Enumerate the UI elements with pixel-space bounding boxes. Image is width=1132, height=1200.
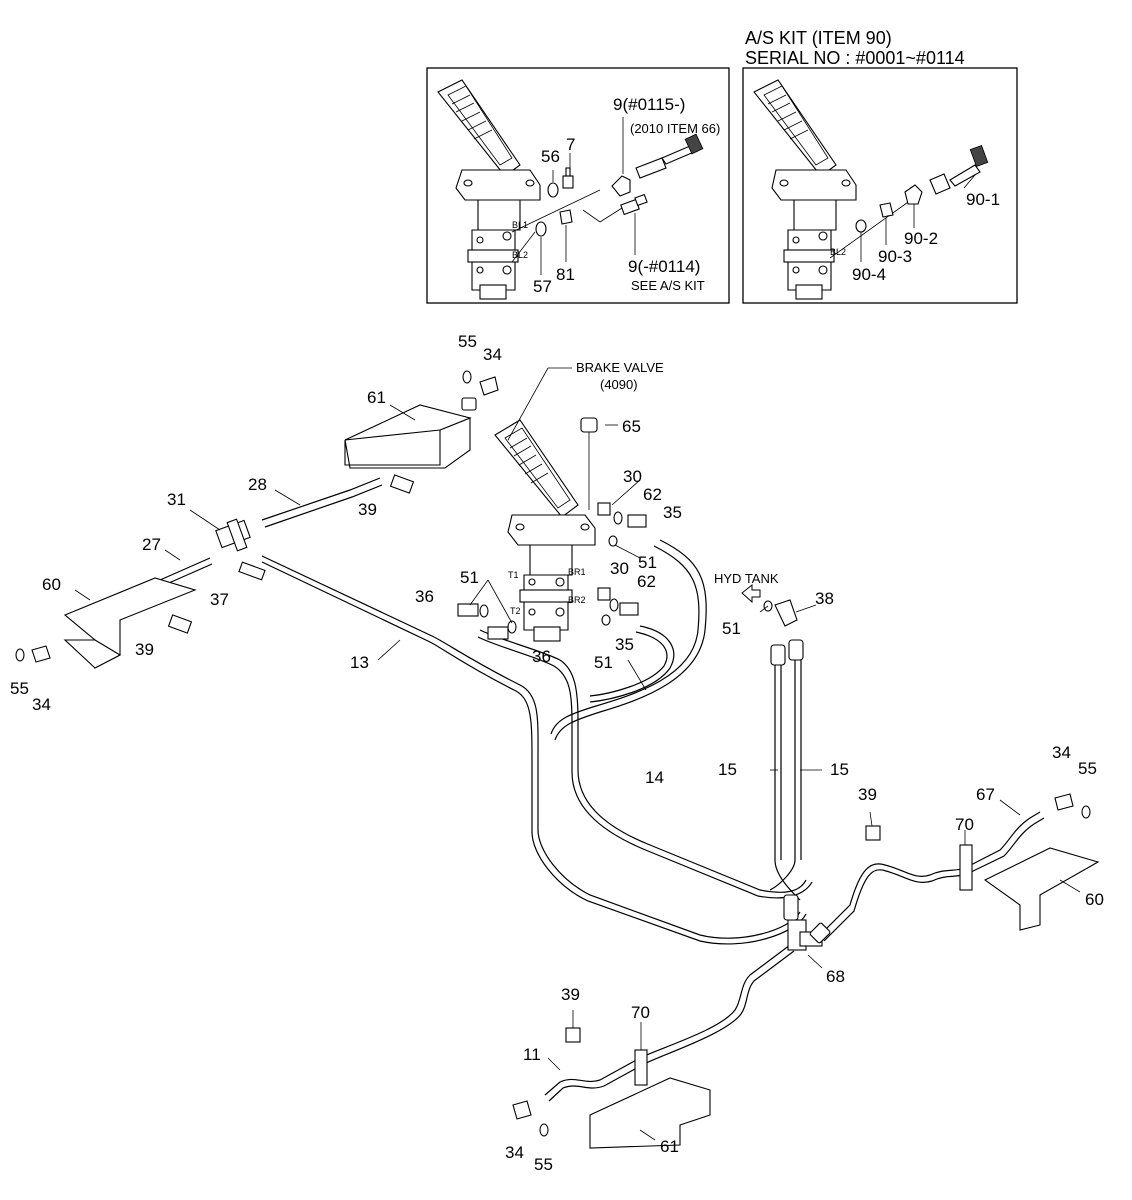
callout-28: 28 bbox=[248, 475, 267, 494]
inset-right: BL2 90-1 90-2 90-3 90-4 bbox=[742, 67, 1018, 304]
callout-57: 57 bbox=[533, 277, 552, 296]
port-br2-label: BR2 bbox=[568, 595, 586, 605]
bracket-60-right bbox=[983, 847, 1100, 931]
hyd-tank-arrow-icon bbox=[741, 583, 761, 604]
callout-9-new: 9(#0115-) bbox=[613, 95, 685, 114]
callout-68: 68 bbox=[826, 967, 845, 986]
callout-35-b: 35 bbox=[615, 635, 634, 654]
brake-valve-label: BRAKE VALVE bbox=[576, 360, 664, 375]
inset-left-frame bbox=[426, 67, 730, 304]
callout-62-b: 62 bbox=[637, 572, 656, 591]
callout-39-left: 39 bbox=[135, 640, 154, 659]
callout-item66: (2010 ITEM 66) bbox=[630, 121, 720, 136]
callout-51-c: 51 bbox=[594, 653, 613, 672]
callout-13: 13 bbox=[350, 653, 369, 672]
inset-left-brake-valve bbox=[437, 79, 541, 300]
kit-header-title: A/S KIT (ITEM 90) bbox=[745, 28, 892, 48]
port-bl1-label: BL1 bbox=[512, 220, 528, 230]
callout-31: 31 bbox=[167, 490, 186, 509]
callout-27: 27 bbox=[142, 535, 161, 554]
seal-57-icon bbox=[535, 221, 547, 237]
brake-valve-main bbox=[494, 419, 596, 642]
callouts: 55 34 61 28 39 31 27 60 37 39 55 34 13 6… bbox=[10, 332, 1104, 1174]
callout-51-a: 51 bbox=[638, 553, 657, 572]
callout-70-right: 70 bbox=[955, 815, 974, 834]
switch-90-2-icon bbox=[904, 184, 923, 205]
port-br1-label: BR1 bbox=[568, 567, 586, 577]
see-kit-note: SEE A/S KIT bbox=[631, 278, 705, 293]
fittings bbox=[15, 370, 1091, 1137]
callout-36-a: 36 bbox=[415, 587, 434, 606]
callout-90-2: 90-2 bbox=[904, 229, 938, 248]
hydraulic-lines bbox=[159, 477, 1045, 1102]
callout-30-a: 30 bbox=[623, 467, 642, 486]
clamp-70-right bbox=[959, 844, 973, 891]
callout-61-top: 61 bbox=[367, 388, 386, 407]
callout-38: 38 bbox=[815, 589, 834, 608]
bracket-60-left bbox=[63, 577, 197, 669]
callout-15-b: 15 bbox=[830, 760, 849, 779]
port-bl2-label: BL2 bbox=[512, 250, 528, 260]
callout-55-right: 55 bbox=[1078, 759, 1097, 778]
brake-valve-ref: (4090) bbox=[600, 377, 638, 392]
bracket-61-bottom bbox=[589, 1077, 711, 1149]
bracket-61-top bbox=[344, 397, 477, 469]
fitting-81-icon bbox=[559, 209, 573, 225]
callout-39-top: 39 bbox=[358, 500, 377, 519]
callout-90-1: 90-1 bbox=[966, 190, 1000, 209]
callout-15-a: 15 bbox=[718, 760, 737, 779]
callout-67: 67 bbox=[976, 785, 995, 804]
callout-55-left: 55 bbox=[10, 679, 29, 698]
pressure-switch-9-icon bbox=[611, 133, 704, 197]
inset-right-brake-valve bbox=[753, 79, 857, 300]
callout-51-d: 51 bbox=[722, 619, 741, 638]
callout-30-b: 30 bbox=[610, 559, 629, 578]
inset-right-frame bbox=[742, 67, 1018, 304]
callout-55-bottom: 55 bbox=[534, 1155, 553, 1174]
leader-lines bbox=[74, 404, 1081, 1141]
callout-51-b: 51 bbox=[460, 568, 479, 587]
callout-11: 11 bbox=[523, 1045, 541, 1064]
callout-81: 81 bbox=[556, 265, 575, 284]
callout-34-bottom: 34 bbox=[505, 1143, 524, 1162]
callout-62-a: 62 bbox=[643, 485, 662, 504]
callout-36-b: 36 bbox=[532, 647, 551, 666]
callout-9-old: 9(-#0114) bbox=[628, 257, 700, 276]
callout-37: 37 bbox=[210, 590, 229, 609]
seal-90-4-icon bbox=[855, 219, 867, 233]
boot-90-1-icon bbox=[929, 173, 951, 195]
callout-90-4: 90-4 bbox=[852, 265, 886, 284]
callout-60-right: 60 bbox=[1085, 890, 1104, 909]
port-t2-label: T2 bbox=[510, 606, 521, 616]
callout-61-bottom: 61 bbox=[660, 1137, 679, 1156]
callout-34-right: 34 bbox=[1052, 743, 1071, 762]
hyd-tank-label: HYD TANK bbox=[714, 571, 779, 586]
fitting-90-3-icon bbox=[879, 202, 894, 218]
callout-56: 56 bbox=[541, 147, 560, 166]
port-t1-label: T1 bbox=[508, 570, 519, 580]
callout-39-right: 39 bbox=[858, 785, 877, 804]
pressure-switch-old-icon bbox=[620, 193, 648, 216]
callout-34-left: 34 bbox=[32, 695, 51, 714]
callout-7: 7 bbox=[566, 135, 575, 154]
inset-left: BL1 BL2 56 7 9(# bbox=[426, 67, 730, 304]
clamp-70-bottom bbox=[634, 1049, 648, 1086]
callout-35-a: 35 bbox=[663, 503, 682, 522]
callout-34-top: 34 bbox=[483, 345, 502, 364]
callout-55-top: 55 bbox=[458, 332, 477, 351]
connector-90-1-icon bbox=[969, 144, 989, 168]
callout-65: 65 bbox=[622, 417, 641, 436]
tee-fitting-68-icon bbox=[783, 894, 823, 951]
callout-70-bottom: 70 bbox=[631, 1003, 650, 1022]
callout-90-3: 90-3 bbox=[878, 247, 912, 266]
callout-39-bottom: 39 bbox=[561, 985, 580, 1004]
seal-56-icon bbox=[547, 182, 559, 198]
callout-60-left: 60 bbox=[42, 575, 61, 594]
kit-header-serial: SERIAL NO : #0001~#0114 bbox=[745, 48, 965, 68]
callout-14: 14 bbox=[645, 768, 664, 787]
plug-7-icon bbox=[562, 167, 574, 189]
